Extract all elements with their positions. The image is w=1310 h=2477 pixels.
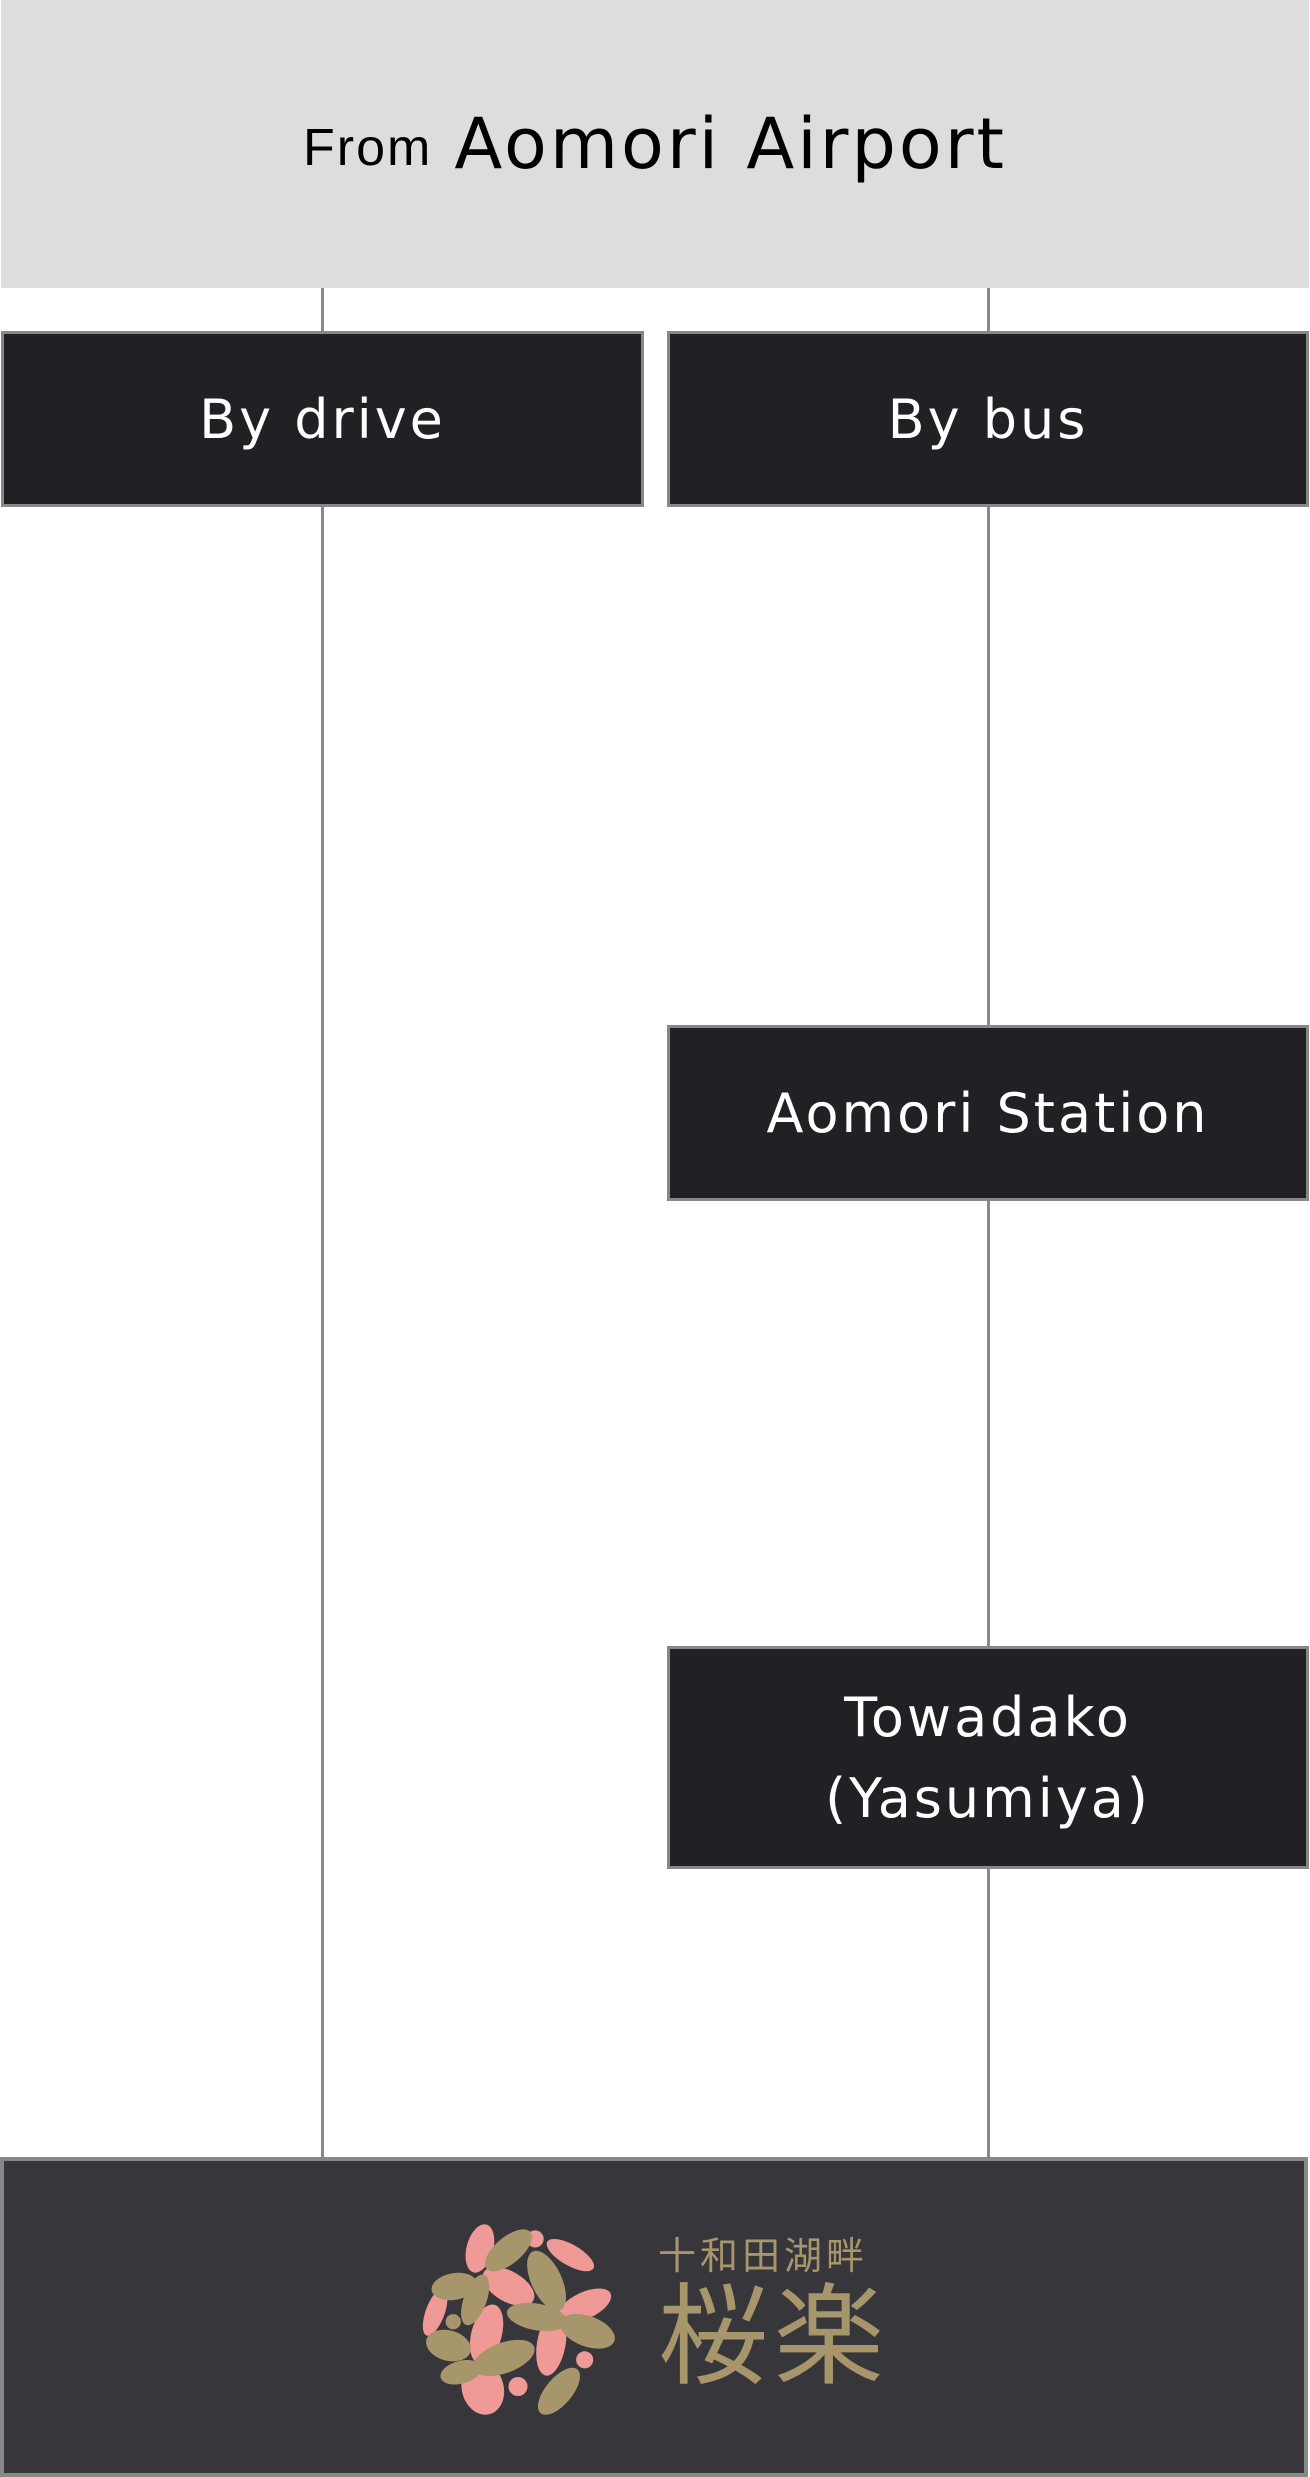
origin-prefix: From bbox=[303, 119, 433, 177]
connector-bus-top bbox=[987, 288, 990, 332]
logo-wordmark: 十和田湖畔 桜楽 bbox=[658, 2233, 890, 2402]
bus-stop-label-line1: Towadako bbox=[844, 1685, 1132, 1749]
route-bus-label: By bus bbox=[887, 387, 1089, 451]
origin-title: Aomori Airport bbox=[454, 103, 1007, 185]
connector-bus-3 bbox=[987, 1869, 990, 2158]
connector-bus-2 bbox=[987, 1201, 990, 1647]
bus-stop-aomori-station: Aomori Station bbox=[667, 1025, 1309, 1201]
route-drive-label: By drive bbox=[199, 387, 446, 451]
route-drive-box: By drive bbox=[1, 331, 644, 507]
cherry-blossom-icon bbox=[422, 2224, 615, 2415]
connector-bus-1 bbox=[987, 507, 990, 1026]
destination-box: 十和田湖畔 桜楽 bbox=[0, 2157, 1308, 2477]
origin-header: From Aomori Airport bbox=[1, 0, 1309, 288]
connector-drive-main bbox=[321, 507, 324, 2158]
bus-stop-label-line2: (Yasumiya) bbox=[825, 1766, 1151, 1830]
connector-drive-top bbox=[321, 288, 324, 332]
logo-subtitle: 十和田湖畔 bbox=[658, 2233, 869, 2278]
logo-name: 桜楽 bbox=[658, 2273, 890, 2402]
hotel-logo: 十和田湖畔 桜楽 bbox=[418, 2217, 890, 2417]
bus-stop-towadako: Towadako (Yasumiya) bbox=[667, 1646, 1309, 1869]
bus-stop-label: Aomori Station bbox=[766, 1081, 1210, 1145]
route-bus-box: By bus bbox=[667, 331, 1309, 507]
